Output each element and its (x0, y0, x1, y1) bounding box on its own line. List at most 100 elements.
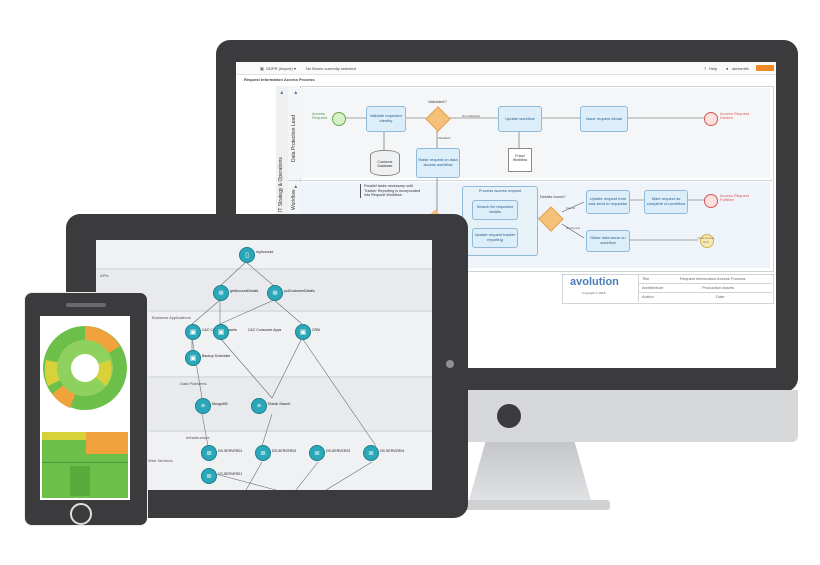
flow-label-not-found: Not Found (566, 226, 581, 230)
person-icon: ♟ (294, 184, 298, 189)
section-data: Data Platforms (180, 381, 207, 386)
node-top-label: myAccount (256, 250, 274, 254)
end-event-denied-label: Access Request Denied (720, 111, 749, 121)
task-update-form[interactable]: Update request form and send to requesto… (586, 190, 630, 214)
repository-dropdown[interactable]: GDPR (Import) (266, 66, 293, 71)
task-mark-complete[interactable]: Mark request as complete on workflow (644, 190, 688, 214)
data-store-label: Customer Database (377, 160, 393, 168)
node-infra-3-label: DS-SERVER03 (326, 449, 351, 453)
repo-icon: ▦ (260, 66, 264, 71)
title-block-title-label: Title (642, 276, 650, 281)
node-infra-5[interactable]: ≣ (201, 468, 217, 484)
title-block-arch-label: Architecture (642, 285, 664, 290)
dependency-lines (191, 261, 377, 490)
end-event-denied[interactable] (704, 112, 718, 126)
monitor-logo-dot (497, 404, 521, 428)
tablet-screen: APIs Business Applications Data Platform… (96, 240, 432, 490)
app-icon: ▣ (217, 329, 225, 336)
node-infra-2-label: DS-SERVER02 (272, 449, 297, 453)
band-apis (96, 270, 432, 310)
end-event-fulfilled-label: Access Request Fulfilled (720, 193, 749, 203)
title-block-divider (638, 283, 772, 284)
node-infra-2[interactable]: ≣ (255, 445, 271, 461)
node-app-3[interactable]: ▣ (295, 324, 311, 340)
node-infra-5-label: VS-SERVER01 (218, 472, 243, 476)
monitor-base (450, 500, 610, 510)
node-infra-4-label: DS-SERVER04 (380, 449, 405, 453)
band-infrastructure (96, 432, 432, 490)
sunburst-hole (71, 354, 99, 382)
person-icon: ♟ (294, 90, 298, 95)
app-icon: ▣ (189, 329, 197, 336)
user-icon: ● (726, 66, 729, 71)
annotation: Parallel tasks necessary until Tracker R… (360, 184, 426, 198)
task-issue-denial[interactable]: Issue request denial (580, 106, 628, 132)
data-store-customer-db[interactable] (370, 150, 400, 176)
lane-divider (288, 180, 772, 181)
node-api-2[interactable]: ⊕ (267, 285, 283, 301)
node-data-2[interactable]: ≡ (251, 398, 267, 414)
user-menu[interactable]: alexsmith (732, 66, 749, 71)
task-update-workflow[interactable]: Update workflow (498, 106, 542, 132)
side-panel-note: Web Services (148, 458, 173, 463)
server-icon: ≣ (314, 450, 320, 457)
title-block-author-label: Author (642, 294, 654, 299)
help-link[interactable]: Help (709, 66, 718, 71)
node-app-3-label: CRM (312, 328, 320, 332)
app-toolbar: ▦ GDPR (Import) ▾ No Boxes currently sel… (236, 62, 776, 75)
title-block (562, 274, 774, 304)
help-icon[interactable]: ? (704, 66, 707, 71)
gateway-details-label: Details found? (540, 194, 566, 199)
task-raise-issue[interactable]: Raise data issue on workflow (586, 230, 630, 252)
node-app-1[interactable]: ▣ (185, 324, 201, 340)
accent-badge[interactable] (756, 65, 774, 71)
title-block-arch-value: Production Assets (702, 285, 735, 290)
title-block-divider (638, 292, 772, 293)
node-app-2-label: C&C Consumer Apps (248, 328, 282, 332)
server-icon: ≣ (206, 450, 212, 457)
tablet-home-button (446, 360, 454, 368)
end-event-fulfilled[interactable] (704, 194, 718, 208)
flow-label-found: Found (566, 206, 575, 210)
monitor-stand (468, 442, 592, 504)
phone-speaker (66, 303, 106, 307)
document-fraud-workflow[interactable] (508, 148, 532, 172)
page-title: Request Information Access Process (244, 77, 315, 82)
database-icon: ≡ (256, 402, 262, 410)
node-infra-3[interactable]: ≣ (309, 445, 325, 461)
copyright: Copyright © 2018 (582, 291, 606, 295)
chevron-down-icon[interactable]: ▾ (294, 66, 297, 71)
document-label: Fraud Workflow (512, 154, 528, 162)
node-infra-1[interactable]: ≣ (201, 445, 217, 461)
end-event-plain-label: Data Access End (697, 236, 715, 244)
treemap-cell (86, 432, 128, 454)
phone-screen (40, 316, 130, 500)
phone-home-button (70, 503, 92, 525)
task-raise-request[interactable]: Raise request on data access workflow (416, 148, 460, 178)
app-icon: ▣ (189, 355, 197, 362)
task-update-tracker[interactable]: Update request tracker reporting (472, 228, 518, 248)
start-event[interactable] (332, 112, 346, 126)
section-apps: Business Applications (152, 315, 191, 320)
task-validate[interactable]: Validate requestor identity (366, 106, 406, 132)
end-event-plain[interactable] (700, 234, 714, 248)
mobile-icon: ▯ (245, 252, 249, 259)
node-data-1[interactable]: ≡ (195, 398, 211, 414)
node-infra-4[interactable]: ≣ (363, 445, 379, 461)
section-apis: APIs (100, 273, 109, 278)
node-api-1[interactable]: ⊕ (213, 285, 229, 301)
treemap-divider (42, 462, 128, 463)
node-app-2[interactable]: ▣ (213, 324, 229, 340)
band-applications (96, 312, 432, 376)
flow-label-not-validated: Not Validated (462, 114, 480, 118)
api-icon: ⊕ (272, 290, 278, 297)
api-icon: ⊕ (218, 290, 224, 297)
group-icon: ♟ (280, 90, 284, 95)
node-infra-1-label: DS-SERVER01 (218, 449, 243, 453)
band-top (96, 240, 432, 268)
node-top[interactable]: ▯ (239, 247, 255, 263)
treemap-cell (70, 466, 90, 496)
task-search-details[interactable]: Search for requestor details (472, 200, 518, 220)
node-app-4[interactable]: ▣ (185, 350, 201, 366)
section-infra: Infrastructure (186, 435, 210, 440)
